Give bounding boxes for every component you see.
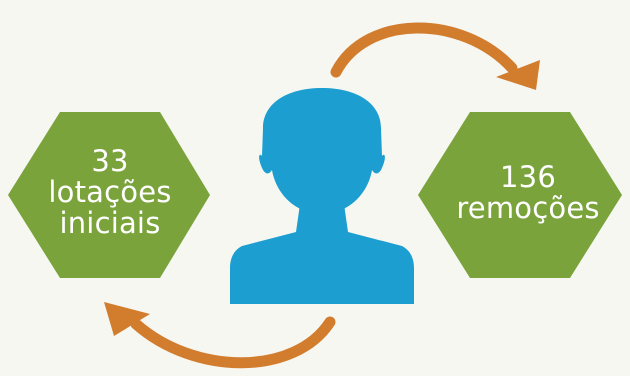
left-hexagon-line1: lotações [48,175,172,209]
left-hexagon [8,112,210,278]
right-hexagon-line1: remoções [456,191,600,225]
left-hexagon-label: 33 lotações iniciais [20,146,200,239]
curved-arrow-right-icon [330,22,540,90]
person-icon [230,88,414,304]
right-hexagon [418,112,622,278]
right-hexagon-label: 136 remoções [428,162,628,224]
left-hexagon-number: 33 [91,144,129,178]
right-hexagon-number: 136 [500,160,556,194]
left-hexagon-line2: iniciais [59,206,161,240]
curved-arrow-left-icon [104,302,336,369]
